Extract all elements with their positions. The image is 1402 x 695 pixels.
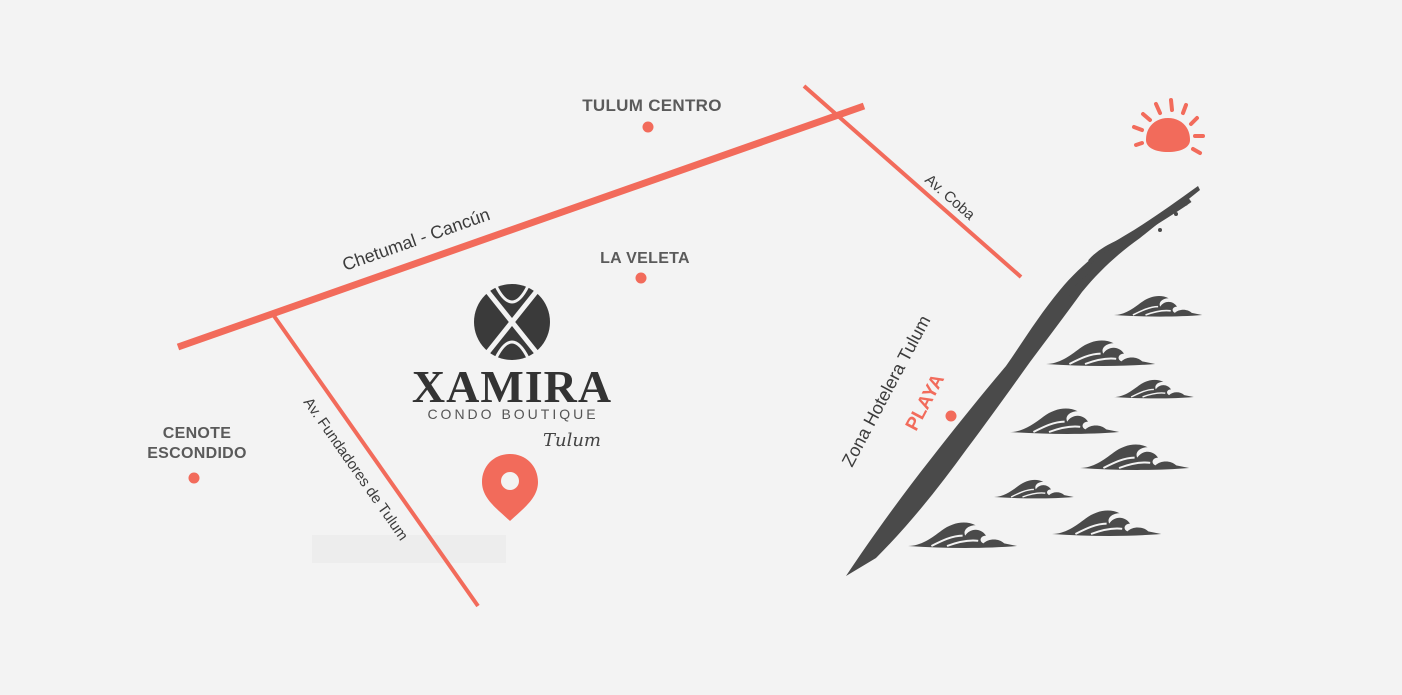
brand-name: XAMIRA	[412, 361, 612, 412]
xamira-logo-icon	[474, 284, 550, 360]
place-dot-tulum-centro	[642, 121, 654, 133]
wave-icon	[1045, 339, 1157, 367]
road-av-fundadores	[272, 314, 480, 608]
place-dot-la-veleta	[635, 272, 647, 284]
place-dot-cenote	[188, 472, 200, 484]
sun-icon	[1132, 98, 1205, 155]
wave-icon	[1113, 295, 1203, 318]
wave-icon	[1079, 443, 1191, 471]
brand-tagline: CONDO BOUTIQUE	[427, 406, 598, 422]
road-chetumal-cancun	[176, 102, 866, 351]
place-dot-playa	[945, 410, 957, 422]
coastline	[846, 186, 1200, 576]
faint-caption-box	[312, 535, 506, 563]
location-pin-icon	[482, 454, 538, 521]
place-label-tulum-centro: TULUM CENTRO	[582, 96, 722, 115]
brand-script: Tulum	[543, 430, 601, 451]
place-label-cenote-line2: ESCONDIDO	[147, 445, 247, 462]
wave-icon	[1009, 407, 1121, 435]
wave-icon	[907, 521, 1019, 549]
road-label-av-fundadores: Av. Fundadores de Tulum	[300, 395, 412, 544]
road-av-coba	[802, 84, 1023, 279]
place-label-playa: PLAYA	[902, 370, 949, 434]
wave-icon	[993, 479, 1075, 500]
wave-icon	[1051, 509, 1163, 537]
place-label-cenote-line1: CENOTE	[163, 425, 231, 442]
place-label-la-veleta: LA VELETA	[600, 250, 690, 267]
wave-icon	[1113, 379, 1195, 400]
